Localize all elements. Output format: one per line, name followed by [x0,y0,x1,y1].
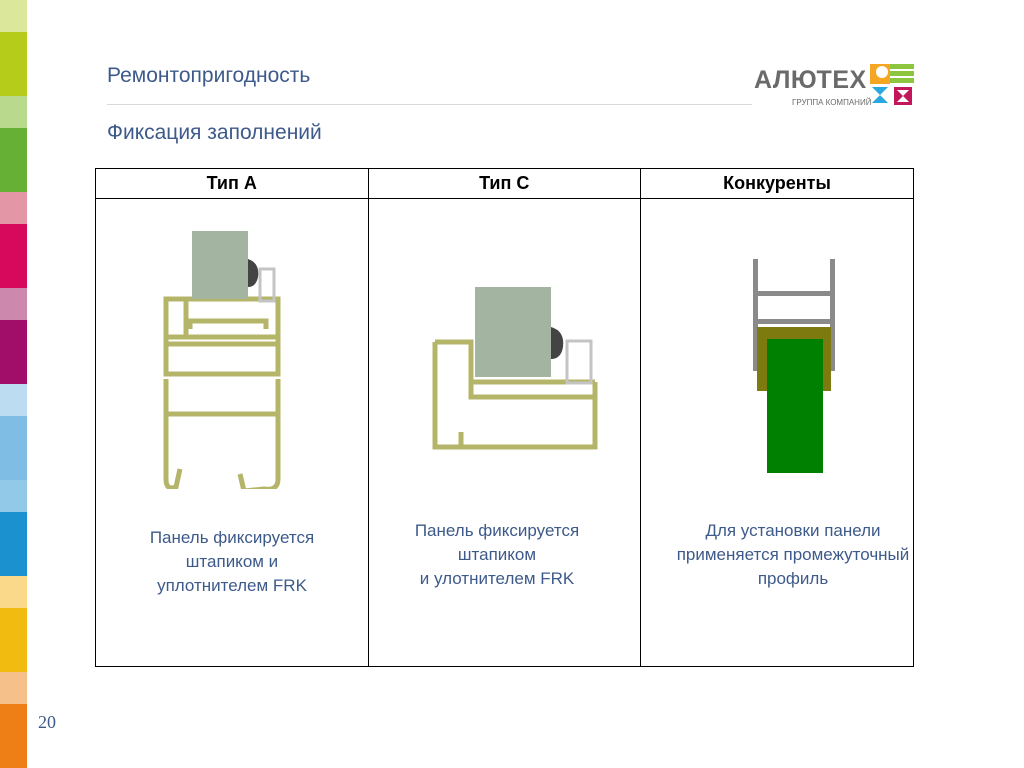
caption-line: Для установки панели [705,521,881,540]
caption-line: применяется промежуточный [676,545,910,564]
caption-line: Панель фиксируется [149,528,315,547]
caption-type-c: Панель фиксируется штапиком и улотнителе… [369,519,626,591]
column-header-type-a: Тип А [95,168,369,199]
column-header-type-c: Тип С [367,168,641,199]
cell-type-c: Панель фиксируется штапиком и улотнителе… [367,198,641,667]
caption-type-a: Панель фиксируется штапиком и уплотнител… [96,526,368,598]
caption-line: штапиком [457,545,537,564]
logo-tagline: ГРУППА КОМПАНИЙ [792,98,872,107]
cell-competitors: Для установки панели применяется промежу… [640,198,914,667]
caption-competitors: Для установки панели применяется промежу… [641,519,945,591]
side-color-strip [0,0,27,768]
competitor-profile-illustration [753,259,835,473]
column-header-competitors: Конкуренты [640,168,914,199]
company-logo: АЛЮТЕХ ГРУППА КОМПАНИЙ [754,60,924,112]
caption-line: профиль [757,569,829,588]
page-subtitle: Фиксация заполнений [107,121,322,144]
profile-type-a-illustration [163,231,281,489]
table-body-row: Панель фиксируется штапиком и уплотнител… [95,198,914,667]
title-divider [107,104,752,105]
logo-mark-icon [870,64,914,105]
cell-type-a: Панель фиксируется штапиком и уплотнител… [95,198,369,667]
page-title: Ремонтопригодность [107,64,311,87]
caption-line: штапиком и [185,552,279,571]
caption-line: Панель фиксируется [414,521,580,540]
caption-line: и улотнителем FRK [419,569,575,588]
logo-name: АЛЮТЕХ [754,66,867,94]
profile-type-c-illustration [432,287,597,450]
comparison-table: Тип А Тип С Конкуренты [95,168,914,667]
page-number: 20 [38,712,56,732]
table-header-row: Тип А Тип С Конкуренты [95,168,914,199]
caption-line: уплотнителем FRK [157,576,307,595]
